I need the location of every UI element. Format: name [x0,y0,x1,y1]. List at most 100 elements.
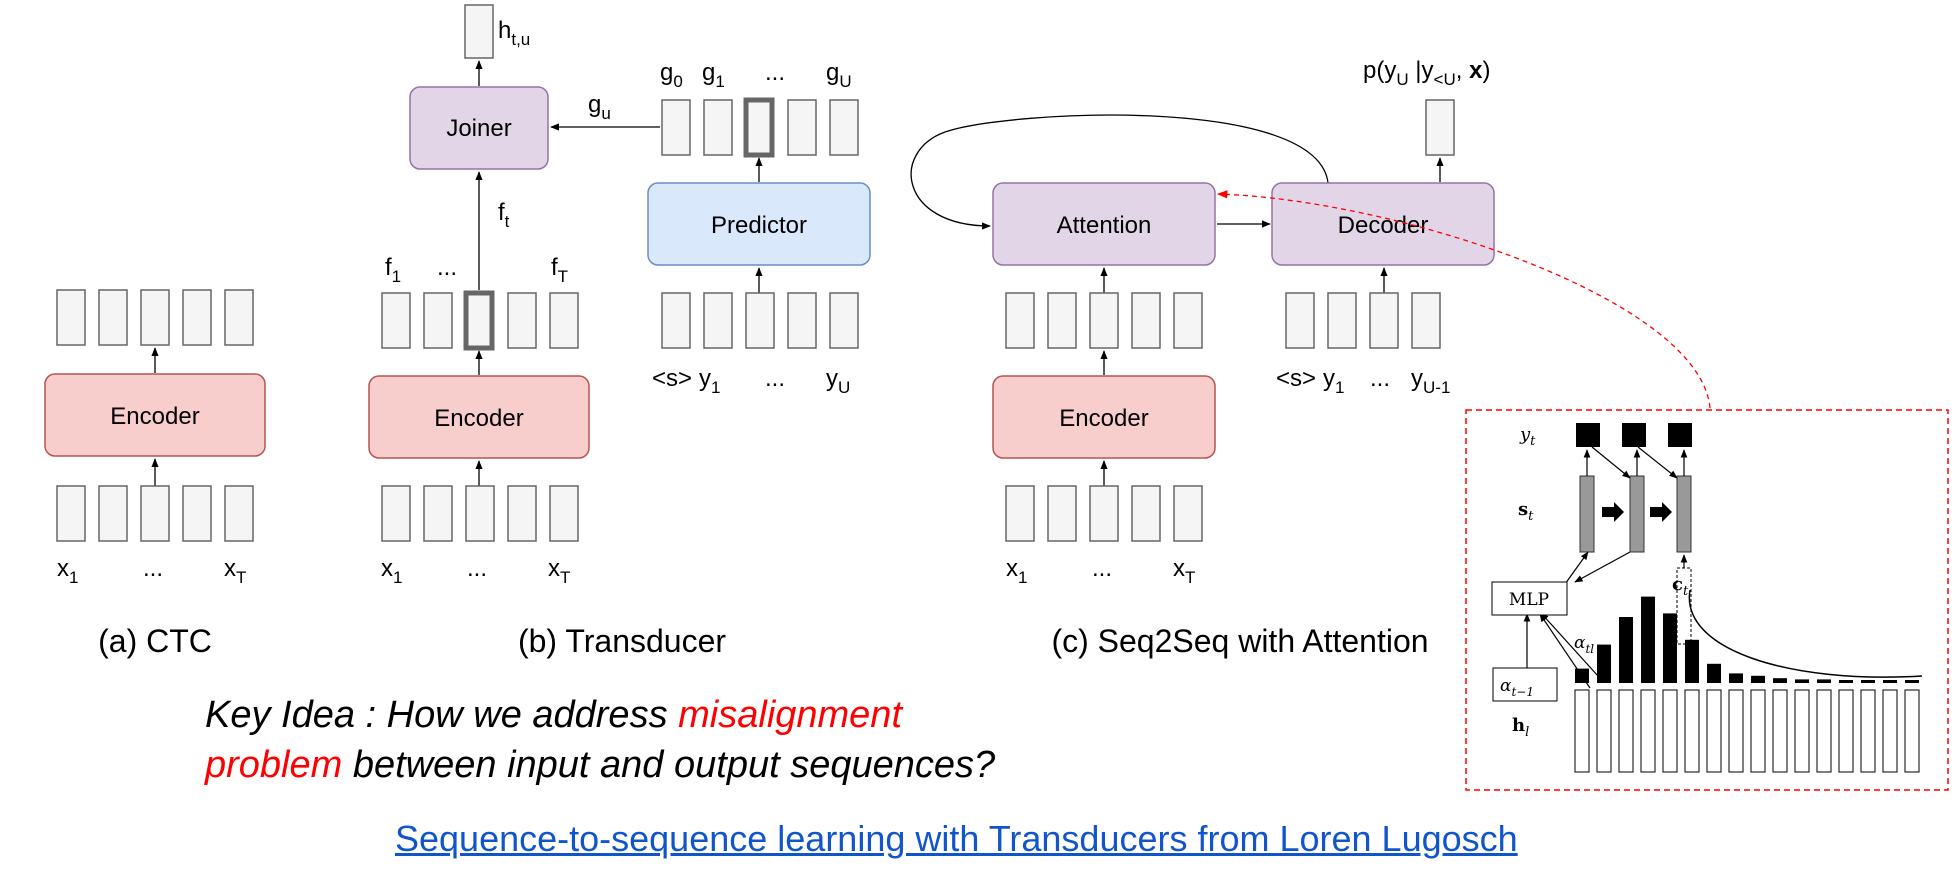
predictor-label: Predictor [711,212,807,239]
transducer-input-xT: xT [548,555,570,587]
encoder-state-column [1772,689,1788,773]
encoder-state-column [1750,689,1766,773]
attention-weight-bar [1817,679,1831,683]
transducer-encoder-label: Encoder [434,405,523,432]
seq2seq-input-cells [1005,485,1203,542]
attention-weight-bar [1619,617,1633,683]
pred-in-yU: yU [826,365,850,397]
transducer-ft-label: ft [498,199,510,231]
attention-weight-bar [1575,668,1589,683]
transducer-htu-label: ht,u [498,17,530,49]
attention-box [992,182,1216,266]
transducer-f1-label: f1 [385,254,401,286]
encoder-state-column [1816,689,1832,773]
predictor-input-cells [661,292,859,349]
transducer-encoder-output-cells [381,290,579,351]
transducer-caption: (b) Transducer [518,623,726,659]
attention-weight-bar [1751,675,1765,683]
inset-decoder-states [1579,475,1692,553]
pred-out-g0: g0 [660,59,683,91]
inset-yt-label: yt [1519,424,1536,449]
predictor-box [647,182,871,266]
attention-weight-bar [1861,680,1875,683]
inset-attention-weights [1575,596,1919,683]
encoder-state-column [1794,689,1810,773]
key-idea-highlight-1: misalignment [678,694,903,736]
transducer-encoder-box [368,375,590,459]
attention-label: Attention [1057,212,1152,239]
attention-weight-bar [1641,596,1655,683]
key-idea-text: Key Idea : How we address misalignment p… [205,690,1355,790]
encoder-state-column [1904,689,1920,773]
seq2seq-caption: (c) Seq2Seq with Attention [1051,623,1428,659]
ctc-caption: (a) CTC [98,623,212,659]
ctc-encoder-output-cells [56,289,254,346]
key-idea-prefix: Key Idea : How we address [205,694,679,736]
dec-in-yU-1: yU-1 [1411,365,1450,397]
seq2seq-encoder-output-cells [1005,292,1203,349]
ctc-input-xT: xT [224,555,246,587]
attention-weight-bar [1795,679,1809,683]
attention-inset: yt st ct [1465,409,1949,791]
pred-in-y1: y1 [699,365,720,397]
inset-mlp-label: MLP [1509,590,1549,610]
dec-in-start: <s> [1276,365,1316,392]
reference-link[interactable]: Sequence-to-sequence learning with Trans… [395,818,1518,859]
transducer-gu-label: gu [588,91,611,123]
joiner-label: Joiner [446,115,511,142]
inset-hl-label: hl [1512,715,1529,740]
seq2seq-input-x1: x1 [1006,555,1027,587]
encoder-state-column [1706,689,1722,773]
encoder-state-column [1838,689,1854,773]
inset-st-label: st [1518,499,1534,524]
seq2seq-input-ellipsis: ... [1092,555,1112,582]
ctc-encoder-box [44,373,266,457]
encoder-state-column [1596,689,1612,773]
seq2seq-encoder-box [992,375,1216,459]
encoder-state-column [1728,689,1744,773]
seq2seq-encoder-label: Encoder [1059,405,1148,432]
ctc-input-cells [56,485,254,542]
ctc-panel: Encoder x1 ... xT (a) CTC [44,289,266,659]
key-idea-highlight-2: problem [205,744,343,786]
attention-weight-bar [1663,613,1677,683]
pred-out-ellipsis: ... [765,59,785,86]
transducer-panel: ht,u Joiner gu ft f1 ... fT Encoder x1 [368,4,871,659]
dec-in-y1: y1 [1323,365,1344,397]
joiner-box [409,86,549,170]
inset-to-attention-dashed-arrow [1216,190,1711,409]
inset-encoder-states [1574,689,1920,773]
encoder-state-column [1640,689,1656,773]
pred-in-start: <s> [652,365,692,392]
decoder-output-cell [1425,99,1455,156]
attention-weight-bar [1905,680,1919,683]
pred-in-ellipsis: ... [765,365,785,392]
encoder-state-column [1618,689,1634,773]
decoder-output-label: p(yU |y<U, x) [1363,57,1490,89]
pred-out-gU: gU [826,59,852,91]
transducer-fT-label: fT [551,254,568,286]
attention-weight-bar [1773,678,1787,683]
encoder-state-column [1882,689,1898,773]
inset-alpha-prev-box [1492,667,1558,702]
attention-weight-bar [1707,663,1721,683]
encoder-state-column [1684,689,1700,773]
decoder-input-cells [1285,292,1441,349]
seq2seq-input-xT: xT [1173,555,1195,587]
predictor-output-cells [661,97,859,158]
attention-weight-bar [1597,644,1611,683]
attention-weight-bar [1685,639,1699,683]
inset-mlp-box [1491,581,1568,616]
attention-weight-bar [1729,673,1743,683]
seq2seq-panel: p(yU |y<U, x) Attention Decoder Encoder … [910,57,1495,659]
inset-context-vector [1676,567,1692,645]
ctc-encoder-label: Encoder [110,403,199,430]
ctc-input-ellipsis: ... [143,555,163,582]
decoder-to-attention-feedback-arrow [910,114,1329,230]
inset-ct-label: ct [1672,574,1689,599]
attention-weight-bar [1883,680,1897,683]
encoder-state-column [1574,689,1590,773]
transducer-input-ellipsis: ... [467,555,487,582]
transducer-joint-output-cell [464,4,494,59]
